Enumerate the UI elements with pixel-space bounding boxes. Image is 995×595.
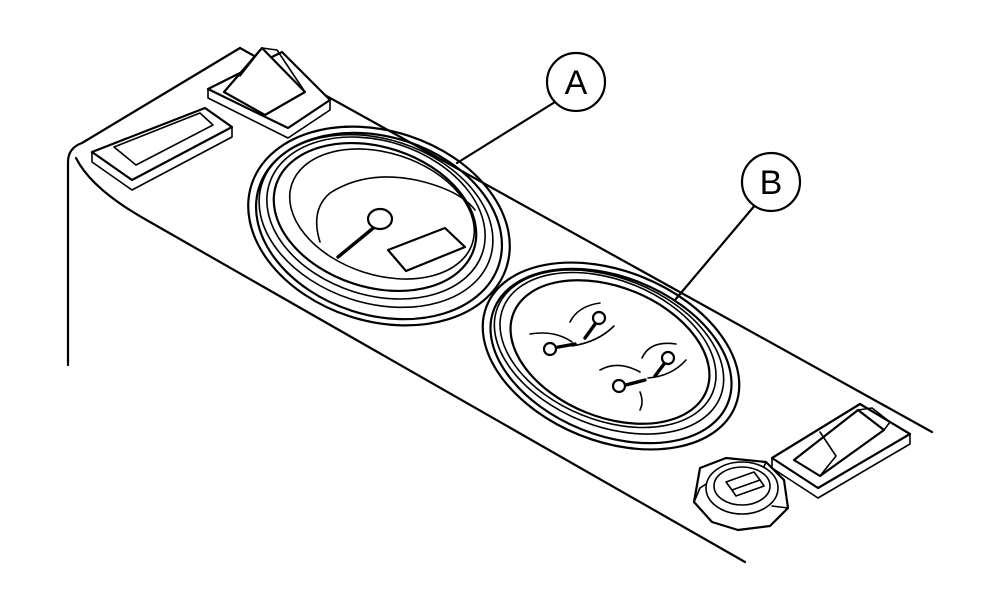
callout-a-label: A xyxy=(565,64,588,102)
gauge-a-needle-hub xyxy=(366,207,394,231)
gauge-a-scale-arc xyxy=(315,176,476,243)
callout-b-label: B xyxy=(760,164,783,202)
callout-b: B xyxy=(673,151,802,302)
gauge-b-subdial-top xyxy=(569,302,615,347)
indicator-light-left xyxy=(90,106,234,191)
callout-b-leader xyxy=(673,202,758,302)
gauge-a-odometer-window xyxy=(386,226,467,273)
gauge-b-subdial-bottom xyxy=(599,364,647,411)
instrument-panel-body xyxy=(66,46,934,564)
rocker-switch-top[interactable] xyxy=(206,46,332,139)
gauge-b-subdial-left xyxy=(529,332,577,357)
panel-left-edge xyxy=(66,46,242,367)
gauge-a-needle xyxy=(336,223,379,259)
callout-a-leader xyxy=(455,100,557,165)
callout-a: A xyxy=(455,51,607,165)
gauge-a xyxy=(247,125,511,327)
panel-back-edge xyxy=(238,46,934,434)
ignition-key-switch[interactable] xyxy=(692,456,790,532)
rocker-switch-right[interactable] xyxy=(770,402,912,499)
callout-a-circle xyxy=(545,51,607,113)
panel-front-edge xyxy=(74,156,747,564)
gauge-b xyxy=(481,261,741,451)
callout-b-circle xyxy=(740,151,802,213)
gauge-b-subdial-right xyxy=(641,342,687,379)
